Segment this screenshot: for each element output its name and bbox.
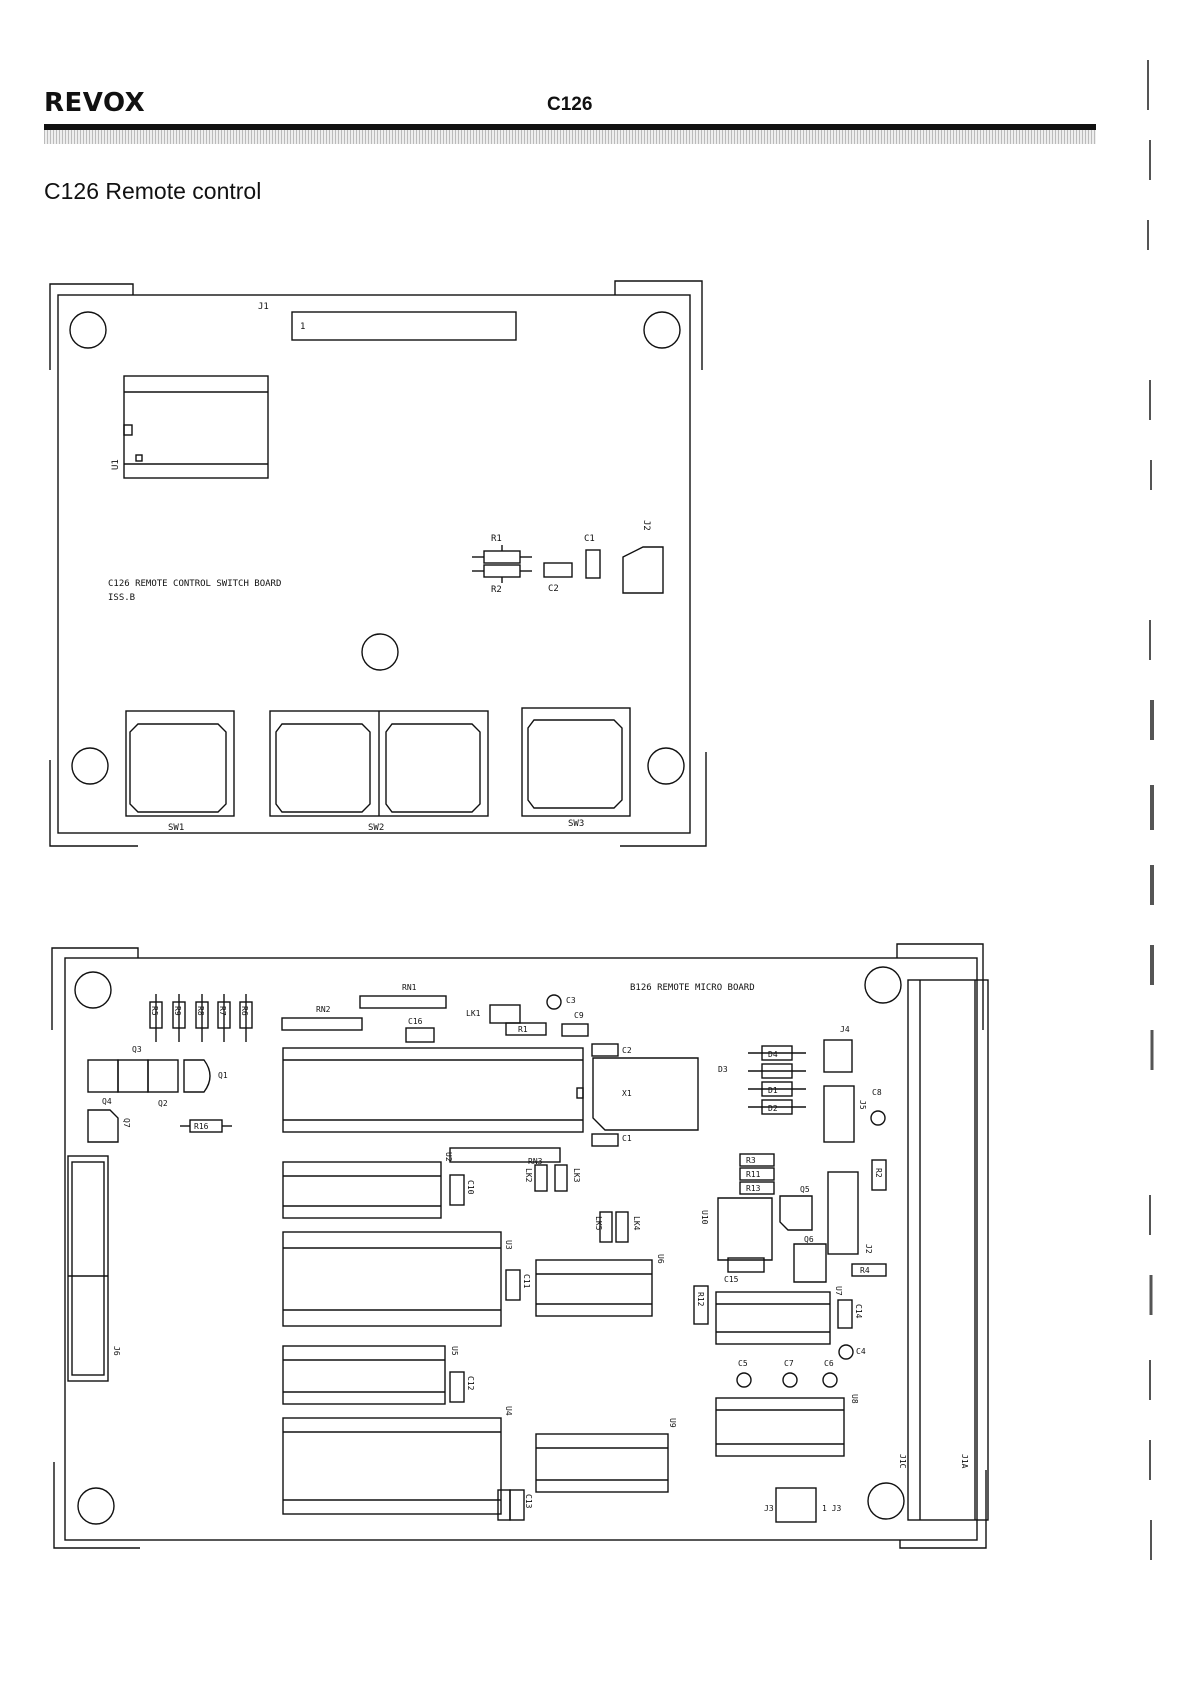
binder-edge-marks: [1147, 60, 1154, 1560]
ref-rn1: RN1: [402, 983, 417, 992]
ref-c6: C6: [824, 1359, 834, 1368]
ref-x1: X1: [622, 1089, 632, 1098]
ref-lk2: LK2: [524, 1168, 533, 1183]
ref-q7: Q7: [122, 1118, 131, 1128]
board-label-line1: C126 REMOTE CONTROL SWITCH BOARD: [108, 579, 281, 589]
ref-c2: C2: [548, 584, 559, 594]
ref-q3: Q3: [132, 1045, 142, 1054]
ref-d4: D4: [768, 1050, 778, 1059]
ref-u8: U8: [850, 1394, 859, 1404]
ref-r4: R4: [860, 1266, 870, 1275]
ref-r12: R12: [696, 1292, 705, 1307]
ref-u7: U7: [834, 1286, 843, 1296]
ref-q4: Q4: [102, 1097, 112, 1106]
ref-j6: J6: [112, 1346, 121, 1356]
ref-c10: C10: [466, 1180, 475, 1195]
ref-r11: R11: [746, 1170, 761, 1179]
ref-r1-micro: R1: [518, 1025, 528, 1034]
ref-r16: R16: [194, 1122, 209, 1131]
ref-r5: R5: [150, 1006, 159, 1016]
ref-sw3: SW3: [568, 819, 584, 829]
board-label-line2: ISS.B: [108, 593, 135, 603]
ref-c9: C9: [574, 1011, 584, 1020]
ref-j3-pin: 1 J3: [822, 1504, 841, 1513]
ref-sw2: SW2: [368, 823, 384, 833]
ref-r7: R7: [218, 1006, 227, 1016]
ref-r9: R9: [173, 1006, 182, 1016]
ref-j1a: J1A: [960, 1454, 969, 1469]
ref-c4: C4: [856, 1347, 866, 1356]
micro-board: [51, 943, 989, 1549]
ref-c1-micro: C1: [622, 1134, 632, 1143]
ref-c14: C14: [854, 1304, 863, 1319]
ref-c12: C12: [466, 1376, 475, 1391]
ref-lk4: LK4: [632, 1216, 641, 1231]
micro-board-label: B126 REMOTE MICRO BOARD: [630, 983, 755, 993]
ref-u1: U1: [111, 459, 121, 470]
ref-rn3: RN3: [528, 1157, 543, 1166]
ref-c8: C8: [872, 1088, 882, 1097]
ref-d1: D1: [768, 1086, 778, 1095]
switch-board-labels: J1 1 U1 R1 R2 C1 C2 J2 C126 REMOTE CONTR…: [108, 302, 651, 833]
ref-c16: C16: [408, 1017, 423, 1026]
ref-rn2: RN2: [316, 1005, 331, 1014]
ref-r3: R3: [746, 1156, 756, 1165]
ref-j4: J4: [840, 1025, 850, 1034]
ref-c5: C5: [738, 1359, 748, 1368]
header-band: [44, 130, 1096, 144]
ref-u6: U6: [656, 1254, 665, 1264]
ref-c15: C15: [724, 1275, 739, 1284]
model-number: C126: [547, 94, 593, 115]
header-rule: [44, 124, 1096, 130]
ref-r6: R6: [240, 1006, 249, 1016]
ref-c13: C13: [524, 1494, 533, 1509]
ref-q2: Q2: [158, 1099, 168, 1108]
ref-c3: C3: [566, 996, 576, 1005]
ref-u10: U10: [700, 1210, 709, 1225]
ref-r13: R13: [746, 1184, 761, 1193]
ref-lk5: LK5: [594, 1216, 603, 1231]
ref-lk3: LK3: [572, 1168, 581, 1183]
ref-u4: U4: [504, 1406, 513, 1416]
ref-j1: J1: [258, 302, 269, 312]
ref-c2-micro: C2: [622, 1046, 632, 1055]
ref-c7: C7: [784, 1359, 794, 1368]
micro-board-labels: B126 REMOTE MICRO BOARD R5 R9 R8 R7 R6 Q…: [102, 983, 969, 1513]
ref-u2: U2: [444, 1152, 453, 1162]
ref-c11: C11: [522, 1274, 531, 1289]
switch-board: [49, 280, 707, 847]
ref-r1: R1: [491, 534, 502, 544]
ref-pin1: 1: [300, 322, 305, 332]
page-title: C126 Remote control: [44, 178, 262, 204]
ref-j1c: J1C: [898, 1454, 907, 1469]
ref-j5: J5: [858, 1100, 867, 1110]
ref-j2: J2: [641, 520, 651, 531]
ref-c1: C1: [584, 534, 595, 544]
brand-logo: REVOX: [44, 88, 146, 118]
ref-q5: Q5: [800, 1185, 810, 1194]
ref-r2-micro: R2: [874, 1168, 883, 1178]
ref-u5: U5: [450, 1346, 459, 1356]
ref-r8: R8: [196, 1006, 205, 1016]
ref-u9: U9: [668, 1418, 677, 1428]
ref-j3: J3: [764, 1504, 774, 1513]
ref-d3: D3: [718, 1065, 728, 1074]
ref-sw1: SW1: [168, 823, 184, 833]
ref-j2-micro: J2: [864, 1244, 873, 1254]
ref-u3: U3: [504, 1240, 513, 1250]
ref-q6: Q6: [804, 1235, 814, 1244]
ref-q1: Q1: [218, 1071, 228, 1080]
ref-d2: D2: [768, 1104, 778, 1113]
ref-r2: R2: [491, 585, 502, 595]
ref-lk1: LK1: [466, 1009, 481, 1018]
